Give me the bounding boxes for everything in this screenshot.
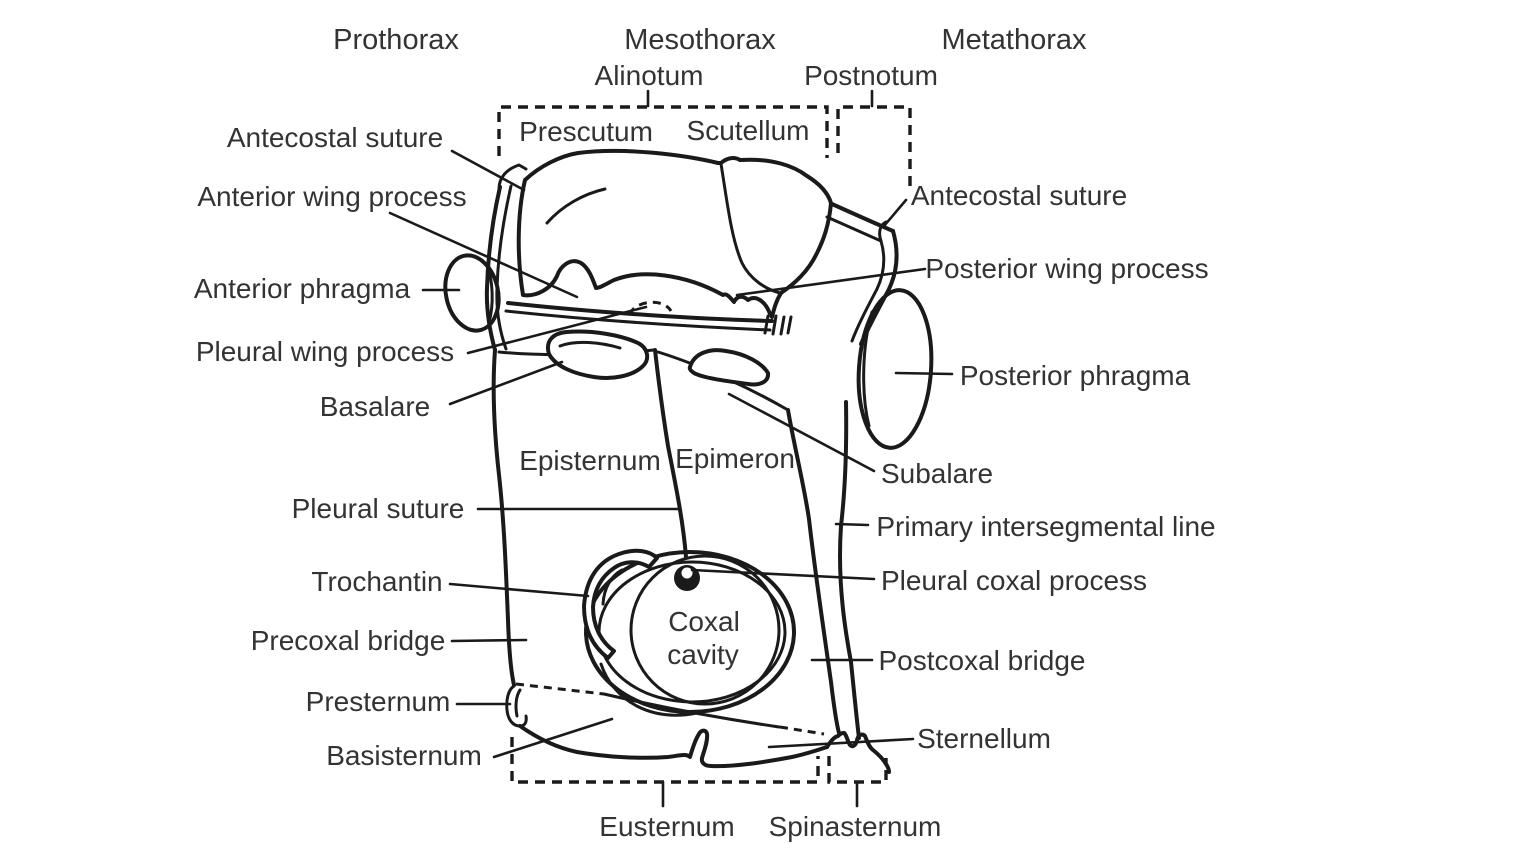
pleuron-left-edge [491, 348, 516, 687]
alinotum-bracket [497, 105, 829, 158]
posterior-phragma-inner-arc [862, 310, 874, 428]
label-subalare: Subalare [881, 458, 993, 489]
label-basalare: Basalare [320, 391, 431, 422]
pleural-suture-line [653, 348, 688, 559]
antecostal-strip-left-hook [497, 163, 528, 191]
leader-lines [388, 89, 954, 808]
label-coxal-cavity-line2: cavity [667, 639, 739, 670]
label-mesothorax: Mesothorax [624, 24, 776, 56]
trochantin-shape [582, 548, 659, 660]
label-presternum: Presternum [306, 686, 451, 717]
leader-pleural-wing-process [466, 305, 648, 355]
trochantin-inner-line [601, 568, 624, 606]
antecostal-strip-left-outer [484, 185, 502, 352]
sternum-hidden-boundary-right [779, 725, 825, 736]
coxal-cavity-inner-ring [629, 554, 781, 706]
antecostal-strip-right-curl [878, 220, 888, 243]
diagram-labels: Prothorax Mesothorax Metathorax Alinotum… [194, 24, 1216, 842]
scutum-internal-line [545, 187, 607, 225]
label-anterior-phragma: Anterior phragma [194, 273, 411, 304]
label-posterior-wing-process: Posterior wing process [925, 253, 1208, 284]
primary-intersegmental-line-path [838, 400, 861, 740]
posterior-phragma-shape [856, 288, 934, 450]
label-pleural-suture: Pleural suture [292, 493, 465, 524]
label-sternellum: Sternellum [917, 723, 1051, 754]
posterior-phragma-oval [856, 288, 934, 450]
wing-base-band-upper [506, 301, 774, 323]
label-antecostal-suture-left: Antecostal suture [227, 122, 443, 153]
basalare-shape [546, 329, 650, 380]
epimeron-right-edge [786, 408, 841, 735]
presternum-tab [505, 684, 528, 728]
label-primary-intersegmental-line: Primary intersegmental line [876, 511, 1215, 542]
leader-precoxal-bridge [450, 638, 528, 643]
leader-basisternum [492, 717, 614, 759]
basalare-inner-line [558, 340, 622, 350]
subalare-shape [687, 348, 771, 387]
leader-posterior-wing-process [735, 267, 927, 297]
anterior-phragma-oval [443, 253, 501, 333]
wing-base-comb-ridges [763, 314, 793, 336]
spinasternum-bracket [827, 756, 888, 784]
leader-anterior-wing-process [388, 211, 579, 299]
label-pleural-coxal-process: Pleural coxal process [881, 565, 1147, 596]
leader-basalare [448, 360, 564, 406]
postnotum-band-upper [830, 202, 895, 233]
notum-plate-outline [516, 148, 833, 319]
postnotum-band-lower [825, 215, 883, 243]
leader-pleural-coxal-process [690, 568, 876, 581]
scutellum-divider-line [719, 162, 782, 295]
coxal-cavity-extra-arc [599, 662, 699, 717]
label-postnotum: Postnotum [804, 60, 938, 91]
label-eusternum: Eusternum [599, 811, 734, 842]
leader-posterior-phragma [894, 371, 954, 376]
leader-primary-intersegmental-line [834, 522, 870, 527]
label-precoxal-bridge: Precoxal bridge [251, 625, 446, 656]
presternum-hidden-boundary [515, 682, 605, 696]
wing-base-band-lower [504, 309, 772, 332]
sternum-upper-boundary [602, 692, 781, 729]
label-antecostal-suture-right: Antecostal suture [911, 180, 1127, 211]
label-alinotum: Alinotum [595, 60, 704, 91]
label-prothorax: Prothorax [333, 24, 459, 56]
spinasternum-tabs-outline [825, 730, 891, 774]
eusternum-bracket [510, 737, 820, 784]
presternum-tab-inner [514, 688, 522, 718]
label-epimeron: Epimeron [675, 443, 795, 474]
label-spinasternum: Spinasternum [769, 811, 942, 842]
thorax-drawing [443, 148, 934, 774]
label-anterior-wing-process: Anterior wing process [197, 181, 466, 212]
label-coxal-cavity-line1: Coxal [668, 606, 740, 637]
label-pleural-wing-process: Pleural wing process [196, 336, 454, 367]
postnotum-bracket [836, 105, 912, 186]
leader-trochantin [448, 582, 590, 598]
leader-sternellum [767, 737, 915, 749]
label-episternum: Episternum [519, 445, 661, 476]
pleural-coxal-process-notch-center [681, 567, 693, 579]
label-postcoxal-bridge: Postcoxal bridge [878, 645, 1085, 676]
label-scutellum: Scutellum [687, 115, 810, 146]
label-trochantin: Trochantin [311, 566, 442, 597]
leader-antecostal-suture-left [450, 149, 526, 192]
label-posterior-phragma: Posterior phragma [960, 360, 1191, 391]
label-basisternum: Basisternum [326, 740, 482, 771]
label-metathorax: Metathorax [941, 24, 1087, 56]
leader-subalare [727, 392, 876, 473]
sternum-bottom-outline [518, 724, 829, 769]
label-prescutum: Prescutum [519, 116, 653, 147]
leader-antecostal-suture-right [882, 198, 908, 228]
anterior-phragma-inner-arc [485, 262, 494, 324]
anterior-phragma-shape [443, 253, 501, 333]
antecostal-strip-right-inner [850, 239, 886, 343]
